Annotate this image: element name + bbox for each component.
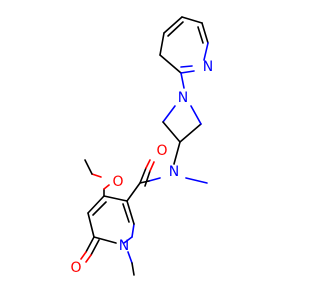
bond-pyridoneN-methyl-b: [131, 262, 135, 276]
bond-carbonylC: [139, 180, 150, 184]
bond-py-to-azetidine: [180, 72, 185, 89]
pyridine-ring: [159, 16, 209, 89]
bond-pd-4: [93, 236, 117, 244]
atom-n-amide: N: [169, 164, 179, 180]
bond-py-3: [181, 16, 203, 24]
bond-py-6b: [159, 54, 182, 74]
bond-pyridoneN-methyl: [127, 251, 133, 264]
bond-py-4: [201, 22, 209, 44]
methoxy-group: [84, 159, 110, 197]
bond-pd-5: [123, 236, 133, 244]
bond-py-6-inner: [180, 65, 193, 68]
bond-amideN-carbonylC: [148, 177, 161, 182]
bond-C-O-a2: [145, 159, 151, 169]
bond-py-4-inner: [197, 26, 204, 44]
bond-py-1: [159, 32, 165, 56]
bond-pd-1: [103, 195, 128, 202]
bond-py-6: [180, 70, 195, 74]
atom-labels: N N N O O N O: [70, 59, 213, 276]
bond-pd-6-inner: [122, 203, 130, 223]
atom-n-pyridone: N: [119, 238, 129, 254]
bond-py-2-inner: [167, 21, 184, 37]
atom-n-pyridine: N: [203, 59, 213, 75]
atom-o-methoxy: O: [112, 174, 123, 190]
atom-o-pyridone: O: [70, 260, 81, 276]
amide-linkage: [139, 141, 208, 187]
bond-C-O-a: [139, 167, 147, 184]
bond-py-2: [163, 16, 183, 34]
bond-az-4: [190, 105, 202, 125]
bond-py-5: [203, 42, 209, 61]
pyridone-ring: [80, 182, 141, 276]
bond-O-methyl-b: [84, 159, 93, 175]
bond-az-3: [179, 123, 202, 143]
bond-pd-2-inner: [92, 201, 107, 216]
bond-pd-6b: [126, 200, 135, 225]
bond-az-1: [162, 105, 176, 123]
bond-pd-2: [87, 195, 105, 214]
bond-C6-O-a: [85, 236, 95, 253]
bond-az-2: [162, 121, 181, 143]
bond-C6-O-b2: [85, 254, 92, 263]
bond-carbonyl-to-ring: [126, 182, 141, 202]
bond-az-to-amideN: [173, 141, 181, 165]
bond-C-O-b: [144, 170, 151, 187]
bond-O-methyl: [91, 173, 102, 178]
bond-C4-O-b: [103, 184, 110, 190]
atom-o-carbonyl: O: [156, 143, 167, 159]
azetidine-ring: [162, 105, 202, 143]
bond-pd-3: [87, 212, 95, 238]
bond-C6-O-a2: [80, 251, 87, 260]
bond-pd-6: [131, 223, 135, 238]
chemical-structure-diagram: N N N O O N O: [70, 16, 213, 276]
bond-C6-O-b: [90, 239, 100, 256]
atom-n-azetidine: N: [178, 90, 188, 106]
bond-amideN-methyl: [185, 177, 208, 184]
bond-C-O-b2: [149, 161, 155, 172]
